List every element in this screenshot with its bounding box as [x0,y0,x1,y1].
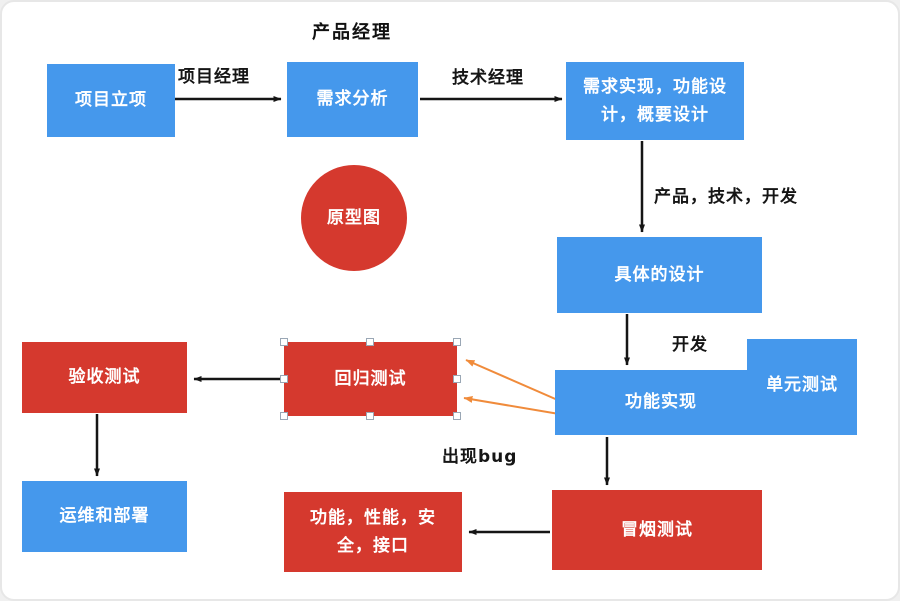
selection-handle-sw[interactable] [280,412,288,420]
selection-handle-s[interactable] [366,412,374,420]
label-dev: 开发 [672,335,708,355]
node-function-impl[interactable]: 功能实现 [555,370,767,435]
node-regression-test[interactable]: 回归测试 [284,342,457,416]
node-ops-deploy[interactable]: 运维和部署 [22,481,187,552]
selection-handle-e[interactable] [453,375,461,383]
selection-handle-ne[interactable] [453,338,461,346]
node-prototype[interactable]: 原型图 [301,165,407,271]
node-requirements-impl[interactable]: 需求实现，功能设计，概要设计 [566,62,744,140]
selection-handle-nw[interactable] [280,338,288,346]
label-bug-found: 出现bug [442,447,518,467]
label-tech-manager: 技术经理 [452,68,524,88]
node-detailed-design[interactable]: 具体的设计 [557,237,762,313]
label-project-manager: 项目经理 [178,67,250,87]
node-requirements-analysis[interactable]: 需求分析 [287,62,418,137]
label-product-manager: 产品经理 [312,22,392,43]
selection-handle-w[interactable] [280,375,288,383]
node-project-initiation[interactable]: 项目立项 [47,64,175,137]
node-acceptance-test[interactable]: 验收测试 [22,342,187,413]
node-func-perf-sec-api[interactable]: 功能，性能，安全，接口 [284,492,462,572]
node-unit-test[interactable]: 单元测试 [747,339,857,435]
selection-handle-se[interactable] [453,412,461,420]
label-product-tech-dev: 产品，技术，开发 [654,187,798,207]
selection-handle-n[interactable] [366,338,374,346]
node-smoke-test[interactable]: 冒烟测试 [552,490,762,570]
